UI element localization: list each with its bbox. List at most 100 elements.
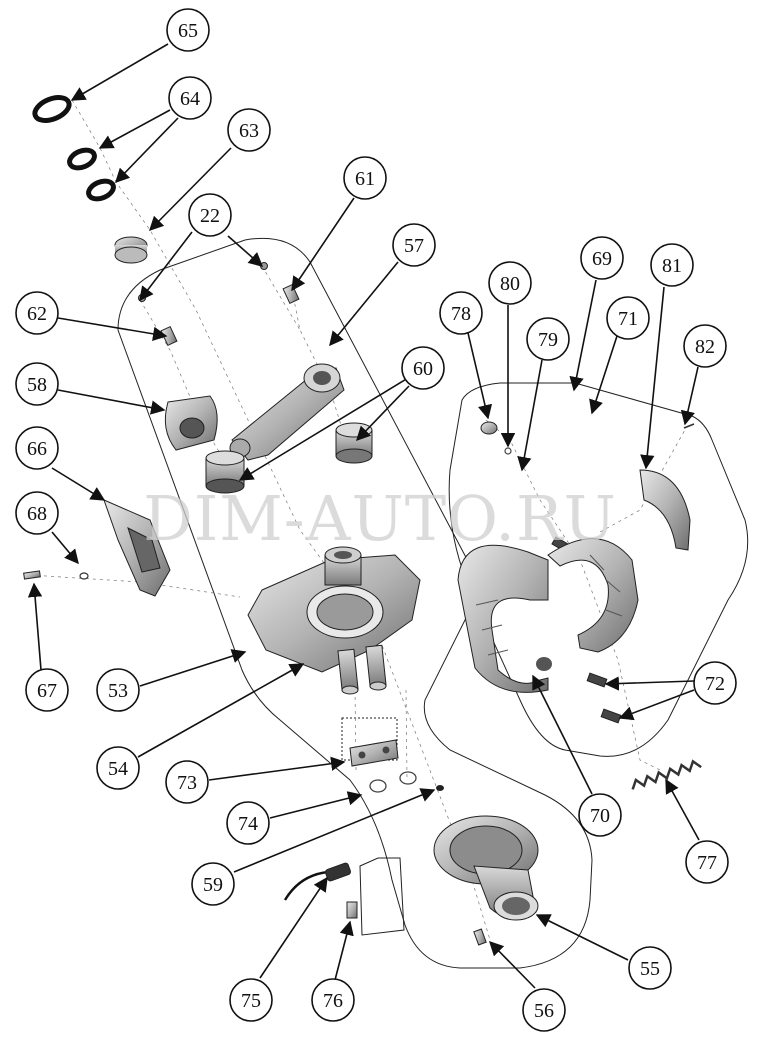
callout-circle [578,793,622,837]
return-spring-77 [631,759,702,790]
callout-number: 79 [538,329,558,351]
callout-circle [392,223,436,267]
callout-circle [188,193,232,237]
air-chamber-bracket-66 [103,499,171,597]
leader-line [589,335,618,415]
callout-number: 76 [323,990,343,1012]
callout-69: 69 [580,236,624,280]
axle-hub-55 [433,815,539,921]
callout-circle [191,862,235,906]
callout-number: 70 [590,805,610,827]
leader-line [665,778,700,841]
callout-circle [685,840,729,884]
sensor-sleeve-76 [346,901,358,919]
callout-66: 66 [15,426,59,470]
callout-circle [15,426,59,470]
callout-number: 69 [592,248,612,270]
callout-circle [693,661,737,705]
bolt-56 [473,928,487,946]
leader-line [329,261,399,347]
callout-77: 77 [685,840,729,884]
callout-circle [311,978,355,1022]
clip-68 [79,572,89,580]
callout-72: 72 [693,661,737,705]
callout-67: 67 [25,668,69,712]
callout-number: 77 [697,852,717,874]
callout-65: 65 [166,8,210,52]
leader-line [227,235,264,267]
callout-circle [15,491,59,535]
callout-number: 73 [177,772,197,794]
callout-53: 53 [96,668,140,712]
leader-lines [27,43,700,989]
callout-60: 60 [401,346,445,390]
brake-shoe-70-left [457,544,552,693]
callout-number: 75 [241,990,261,1012]
lock-plate-73 [349,739,399,767]
callout-circle [401,346,445,390]
callout-circle [15,291,59,335]
callout-number: 78 [451,303,471,325]
callout-circle [650,243,694,287]
callout-81: 81 [650,243,694,287]
cam-lever-57 [229,363,345,461]
clevis-pin-67 [23,570,41,580]
callout-70: 70 [578,793,622,837]
nut-59 [436,785,444,791]
callout-62: 62 [15,291,59,335]
leader-line [70,43,169,101]
callout-circle [488,261,532,305]
pin-61 [282,283,300,305]
callout-number: 56 [534,1000,554,1022]
callout-75: 75 [229,978,273,1022]
bearing-cap-58 [164,395,218,451]
callout-circle [165,760,209,804]
leader-line [139,231,193,302]
callout-number: 81 [662,255,682,277]
callout-number: 74 [238,813,258,835]
callout-circle [15,362,59,406]
callout-number: 58 [27,374,47,396]
callout-73: 73 [165,760,209,804]
callout-number: 61 [355,168,375,190]
callout-number: 63 [239,120,259,142]
leader-line [618,689,695,721]
leader-line [57,389,166,415]
leader-line [640,286,665,470]
grease-nipple-22 [138,262,268,302]
callout-number: 67 [37,680,57,702]
rivet-82 [683,423,695,429]
anchor-pins-54 [337,644,387,695]
callout-59: 59 [191,862,235,906]
callout-number: 68 [27,503,47,525]
callout-number: 66 [27,438,47,460]
washers-74 [369,771,417,793]
watermark: DIM-AUTO.RU [143,482,617,555]
callout-circle [166,8,210,52]
callout-circle [526,317,570,361]
leader-line [27,582,43,671]
callout-number: 55 [640,958,660,980]
leader-line [57,317,168,341]
leader-line [467,332,493,420]
callout-61: 61 [343,156,387,200]
callout-number: 72 [705,673,725,695]
lining-81 [639,469,691,551]
leader-line [680,366,699,426]
seal-ring-64-lower [86,178,116,202]
callout-number: 22 [200,205,220,227]
main-assembly-outline [117,237,593,969]
callout-number: 65 [178,20,198,42]
callout-number: 57 [404,235,424,257]
leader-line [535,914,629,961]
leader-line [238,377,409,481]
callout-circle [168,76,212,120]
callout-circle [606,296,650,340]
leader-line [233,788,436,873]
callout-79: 79 [526,317,570,361]
callout-22: 22 [188,193,232,237]
callout-number: 59 [203,874,223,896]
callout-circle [522,988,566,1032]
callout-63: 63 [227,108,271,152]
